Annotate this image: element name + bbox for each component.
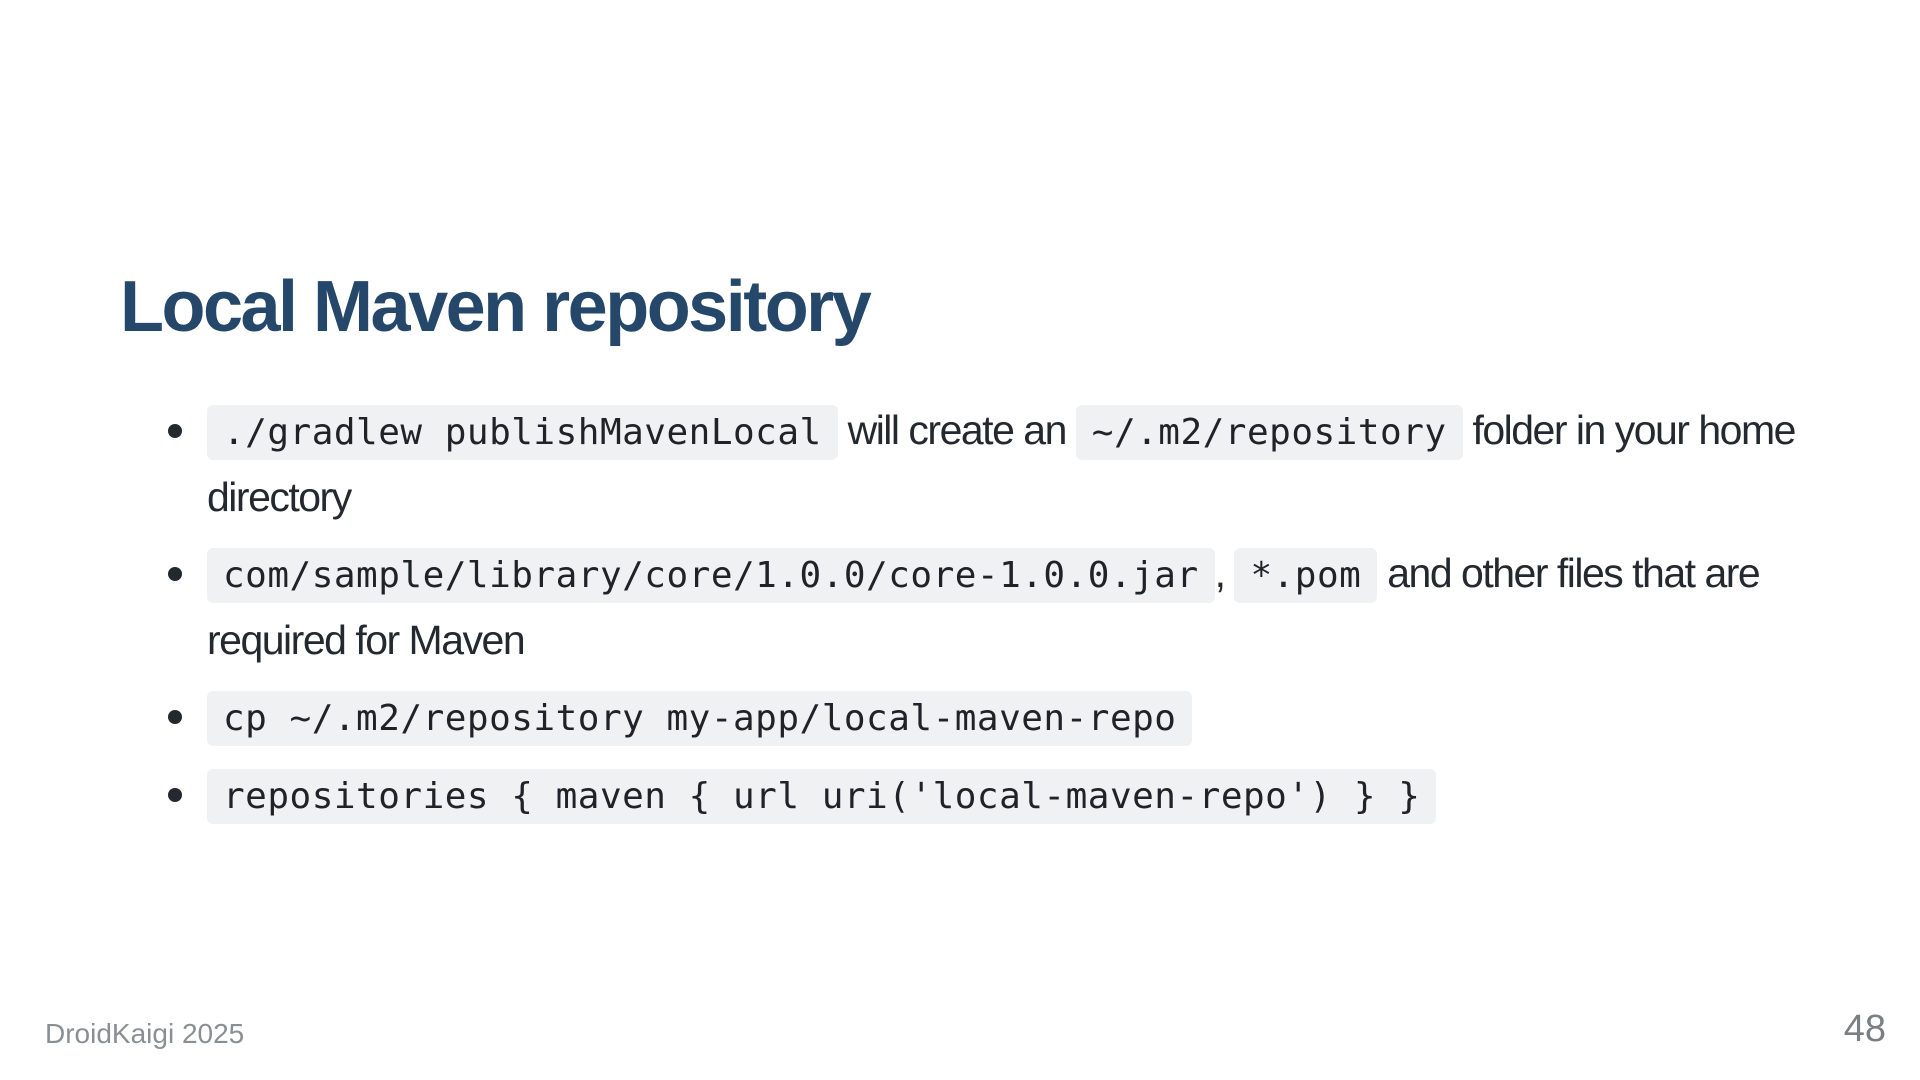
code-snippet: cp ~/.m2/repository my-app/local-maven-r… [207, 691, 1193, 746]
bullet-dot-icon [168, 424, 182, 438]
bullet-item-repositories-config: repositories { maven { url uri('local-ma… [160, 762, 1840, 829]
bullet-list: ./gradlew publishMavenLocal will create … [160, 398, 1840, 840]
code-snippet: ~/.m2/repository [1075, 405, 1463, 460]
bullet-dot-icon [168, 788, 182, 802]
bullet-item-publish-maven-local: ./gradlew publishMavenLocal will create … [160, 398, 1840, 530]
slide-title: Local Maven repository [120, 267, 872, 347]
bullet-item-maven-files: com/sample/library/core/1.0.0/core-1.0.0… [160, 541, 1840, 673]
code-snippet: *.pom [1234, 548, 1378, 603]
page-number: 48 [1843, 1008, 1886, 1050]
code-snippet: ./gradlew publishMavenLocal [207, 405, 838, 460]
code-snippet: repositories { maven { url uri('local-ma… [207, 769, 1437, 824]
bullet-dot-icon [168, 567, 182, 581]
bullet-text: , [1214, 550, 1235, 596]
bullet-dot-icon [168, 710, 182, 724]
bullet-text: folder in your home directory [207, 407, 1796, 520]
bullet-text: will create an [837, 407, 1076, 453]
bullet-text: and other files that are required for Ma… [207, 550, 1761, 663]
code-snippet: com/sample/library/core/1.0.0/core-1.0.0… [207, 548, 1215, 603]
footer-event-name: DroidKaigi 2025 [45, 1018, 245, 1049]
bullet-item-copy-command: cp ~/.m2/repository my-app/local-maven-r… [160, 684, 1840, 751]
